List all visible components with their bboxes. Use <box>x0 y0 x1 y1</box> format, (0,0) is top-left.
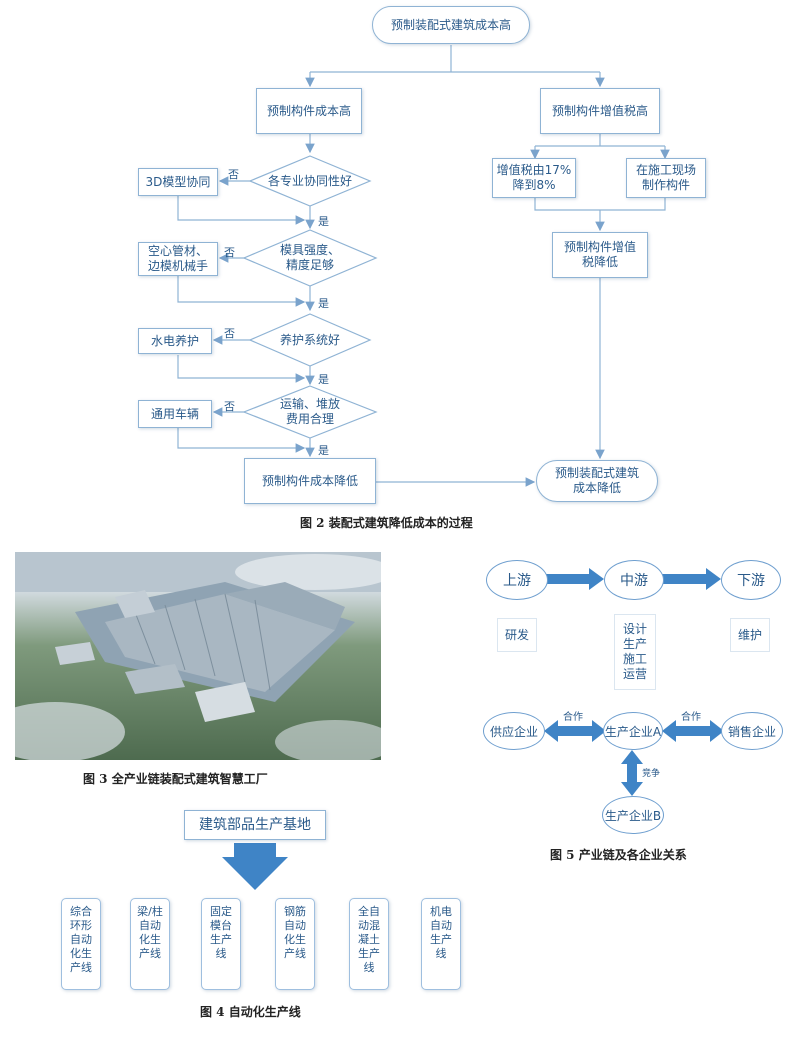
yes-label-4: 是 <box>318 444 329 457</box>
right-r3: 预制构件增值 税降低 <box>552 232 648 278</box>
decision-d1 <box>248 155 372 207</box>
right-head-box: 预制构件增值税高 <box>540 88 660 134</box>
fig4-line-5-t5: 线 <box>363 961 375 974</box>
mid-desc-2: 生产 <box>622 637 647 651</box>
fig4-line-1: 综合 环形 自动 化生 产线 <box>61 898 101 990</box>
fig4-line-1-t3: 自动 <box>70 933 92 946</box>
solution-s2-line2: 边模机械手 <box>147 259 208 273</box>
fig4-line-2: 梁/柱 自动 化生 产线 <box>130 898 170 990</box>
fig2-connectors <box>177 45 670 487</box>
final-line1: 预制装配式建筑 <box>554 466 639 480</box>
fig4-line-5-t2: 动混 <box>358 919 380 932</box>
fig4-line-5-t4: 生产 <box>358 947 380 960</box>
fig4-line-1-t4: 化生 <box>70 947 92 960</box>
fig4-line-2-t1: 梁/柱 <box>137 905 163 918</box>
fig4-line-4-t4: 产线 <box>284 947 306 960</box>
fig4-line-3-t1: 固定 <box>210 905 232 918</box>
fig4-line-2-t2: 自动 <box>139 919 161 932</box>
fig4-line-3-t3: 生产 <box>210 933 232 946</box>
decision-d3-text: 养护系统好 <box>279 333 340 347</box>
fig4-line-3-t2: 模台 <box>210 919 232 932</box>
right-r2: 在施工现场 制作构件 <box>626 158 706 198</box>
mid-desc-1: 设计 <box>622 622 647 636</box>
compete-label: 竞争 <box>642 769 661 779</box>
top-node: 预制装配式建筑成本高 <box>372 6 530 44</box>
decision-d3 <box>248 313 372 367</box>
solution-s3: 水电养护 <box>138 328 212 354</box>
fig4-line-4-t1: 钢筋 <box>284 905 306 918</box>
downstream-desc: 维护 <box>730 618 770 652</box>
fig4-line-3-t4: 线 <box>215 947 227 960</box>
upstream-desc: 研发 <box>497 618 537 652</box>
coop-label-right: 合作 <box>681 712 701 723</box>
right-r2-line2: 制作构件 <box>641 178 690 192</box>
fig4-line-2-t4: 产线 <box>139 947 161 960</box>
no-label-1: 否 <box>228 168 239 181</box>
fig4-line-4: 钢筋 自动 化生 产线 <box>275 898 315 990</box>
solution-s1: 3D模型协同 <box>138 168 218 196</box>
fig4-line-3: 固定 模台 生产 线 <box>201 898 241 990</box>
fig4-line-6-t3: 生产 <box>430 933 452 946</box>
no-label-3: 否 <box>224 327 235 340</box>
decision-d2-text: 模具强度、 精度足够 <box>260 243 360 273</box>
fig4-line-5: 全自 动混 凝土 生产 线 <box>349 898 389 990</box>
mid-desc-4: 运营 <box>622 667 647 681</box>
fig4-line-1-t2: 环形 <box>70 919 92 932</box>
decision-d2-line2: 精度足够 <box>285 258 334 272</box>
decision-d2 <box>242 229 378 287</box>
final-line2: 成本降低 <box>572 481 621 495</box>
decision-d4-line1: 运输、堆放 <box>279 397 340 411</box>
node-supplier: 供应企业 <box>483 712 545 750</box>
decision-d4-line2: 费用合理 <box>285 412 334 426</box>
fig4-line-1-t5: 产线 <box>70 961 92 974</box>
right-r1-line2: 降到8% <box>512 178 556 192</box>
fig4-line-4-t3: 化生 <box>284 933 306 946</box>
decision-d2-line1: 模具强度、 <box>279 243 340 257</box>
node-producer-b: 生产企业B <box>602 796 664 834</box>
left-end-box: 预制构件成本降低 <box>244 458 376 504</box>
yes-label-1: 是 <box>318 215 329 228</box>
right-r1: 增值税由17% 降到8% <box>492 158 576 198</box>
solution-s4: 通用车辆 <box>138 400 212 428</box>
final-node: 预制装配式建筑 成本降低 <box>536 460 658 502</box>
node-downstream: 下游 <box>721 560 781 600</box>
fig4-line-1-t1: 综合 <box>70 905 92 918</box>
decision-d1-text: 各专业协同性好 <box>267 174 352 188</box>
solution-s2-line1: 空心管材、 <box>147 244 208 258</box>
coop-label-left: 合作 <box>563 712 583 723</box>
fig4-line-5-t3: 凝土 <box>358 933 380 946</box>
fig4-line-6-t4: 线 <box>435 947 447 960</box>
fig4-line-6: 机电 自动 生产 线 <box>421 898 461 990</box>
midstream-desc: 设计 生产 施工 运营 <box>614 614 656 690</box>
no-label-4: 否 <box>224 400 235 413</box>
right-r2-line1: 在施工现场 <box>635 163 696 177</box>
right-r3-line1: 预制构件增值 <box>563 240 636 254</box>
fig4-caption: 图 4 自动化生产线 <box>200 1005 301 1019</box>
decision-d4-text: 运输、堆放 费用合理 <box>260 397 360 427</box>
fig4-line-6-t1: 机电 <box>430 905 452 918</box>
right-r3-line2: 税降低 <box>581 255 618 269</box>
fig4-line-6-t2: 自动 <box>430 919 452 932</box>
fig4-head: 建筑部品生产基地 <box>184 810 326 840</box>
factory-aerial-photo <box>15 552 381 760</box>
node-seller: 销售企业 <box>721 712 783 750</box>
no-label-2: 否 <box>224 246 235 259</box>
mid-desc-3: 施工 <box>622 652 647 666</box>
yes-label-2: 是 <box>318 297 329 310</box>
node-upstream: 上游 <box>486 560 548 600</box>
fig2-caption: 图 2 装配式建筑降低成本的过程 <box>300 516 473 530</box>
fig5-caption: 图 5 产业链及各企业关系 <box>550 848 687 862</box>
left-head-box: 预制构件成本高 <box>256 88 362 134</box>
fig4-line-5-t1: 全自 <box>358 905 380 918</box>
fig4-line-4-t2: 自动 <box>284 919 306 932</box>
yes-label-3: 是 <box>318 373 329 386</box>
node-midstream: 中游 <box>604 560 664 600</box>
node-producer-a: 生产企业A <box>603 712 663 750</box>
fig3-caption: 图 3 全产业链装配式建筑智慧工厂 <box>83 772 268 786</box>
solution-s2: 空心管材、 边模机械手 <box>138 242 218 276</box>
decision-d4 <box>242 385 378 439</box>
right-r1-line1: 增值税由17% <box>496 163 572 177</box>
fig4-line-2-t3: 化生 <box>139 933 161 946</box>
